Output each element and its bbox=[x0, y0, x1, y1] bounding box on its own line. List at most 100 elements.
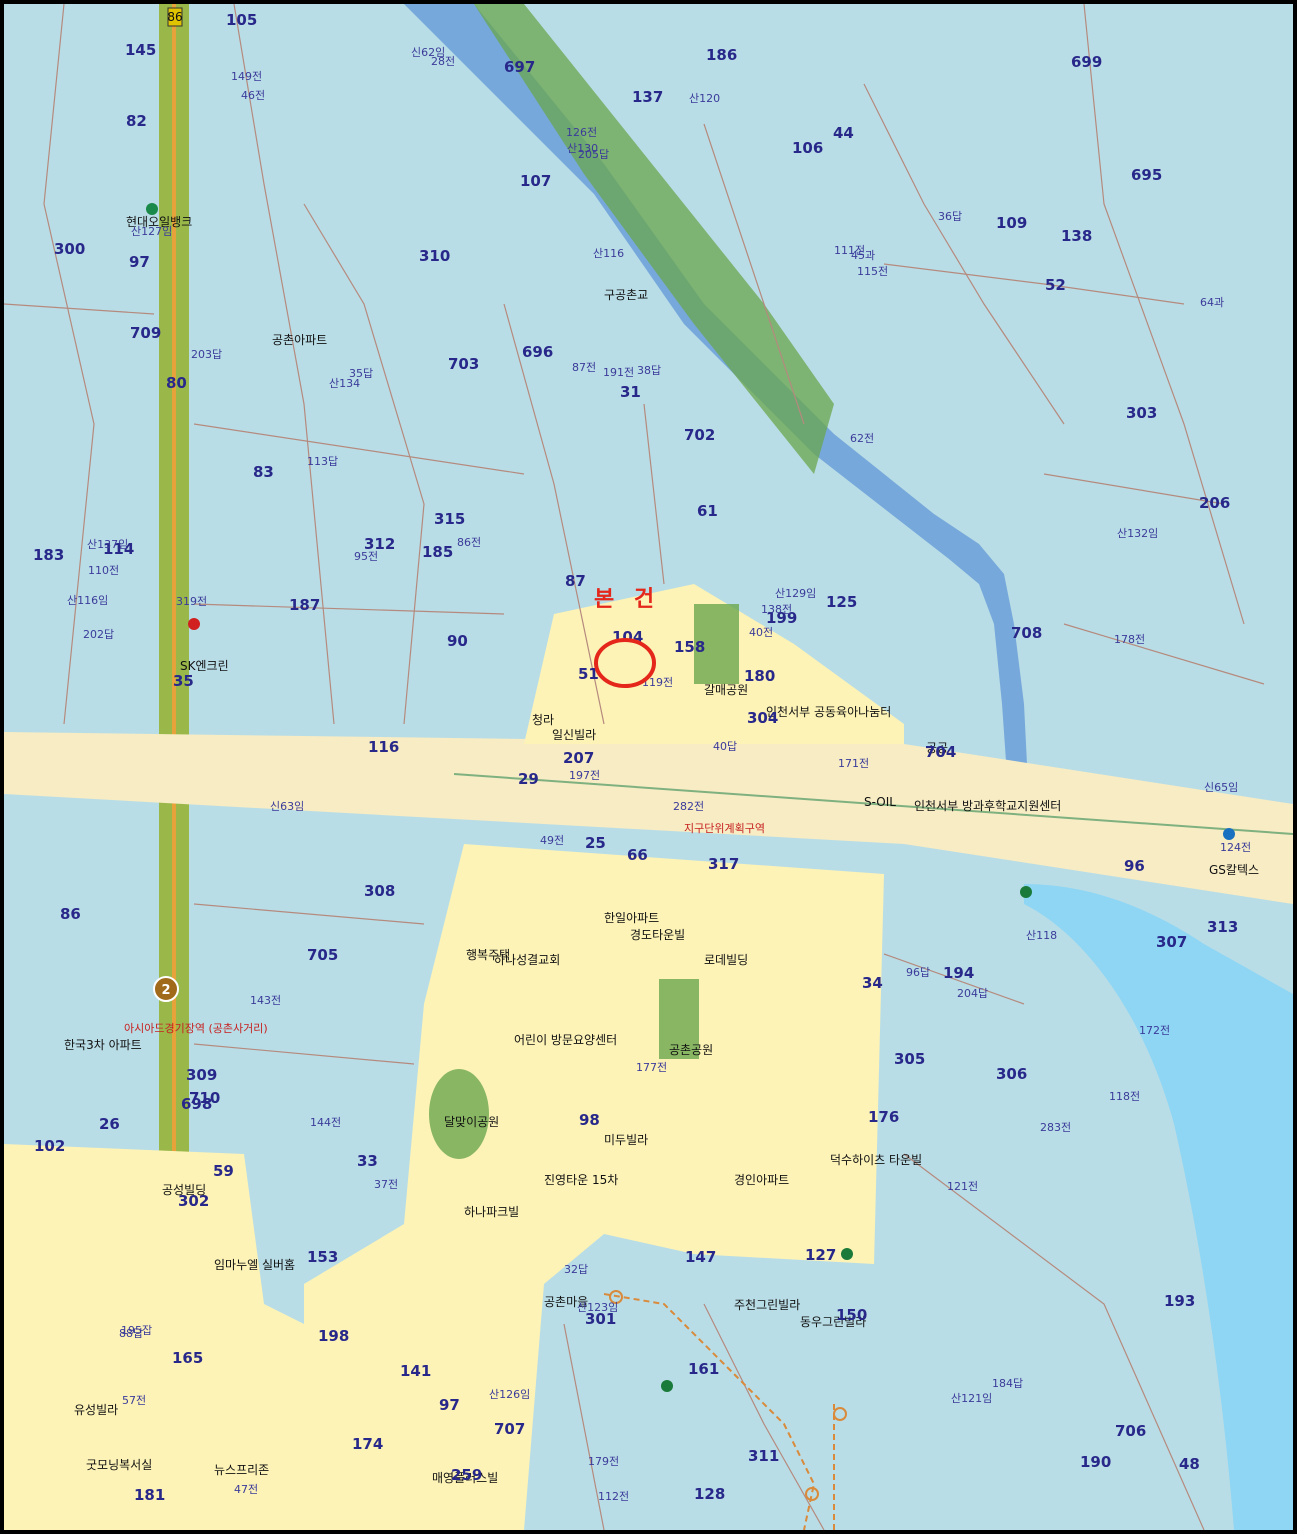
lot-number-label: 113답 bbox=[307, 455, 338, 468]
place-label-incheon-seobu-center[interactable]: 인천서부 공동육아나눔터 bbox=[766, 704, 891, 719]
place-label-galmae-park[interactable]: 갈매공원 bbox=[704, 683, 748, 697]
place-label-gugongchon[interactable]: 구공촌교 bbox=[604, 288, 648, 302]
lot-number-label: 35답 bbox=[349, 367, 373, 380]
place-label-maeyeong-villa[interactable]: 매영플러스빌 bbox=[432, 1471, 498, 1485]
lot-number-label: 40전 bbox=[749, 626, 773, 639]
place-label-nyuseu[interactable]: 뉴스프리존 bbox=[214, 1463, 269, 1477]
lot-number-label: 32답 bbox=[564, 1263, 588, 1276]
lot-number-label: 176 bbox=[868, 1108, 899, 1126]
lot-number-label: 109 bbox=[996, 214, 1027, 232]
place-label-ilsin-villa[interactable]: 일신빌라 bbox=[552, 728, 596, 742]
lot-number-label: 118전 bbox=[1109, 1090, 1140, 1103]
lot-number-label: 48 bbox=[1179, 1455, 1200, 1473]
trail-pin-icon[interactable] bbox=[661, 1380, 673, 1392]
place-label-gongsol[interactable]: 공공 bbox=[926, 741, 948, 755]
lot-number-label: 703 bbox=[448, 355, 479, 373]
lot-number-label: 신62임 bbox=[411, 46, 445, 59]
lot-number-label: 산121임 bbox=[951, 1392, 992, 1405]
place-label-yesu-villa[interactable]: 유성빌라 bbox=[74, 1403, 118, 1417]
lot-number-label: 28전 bbox=[431, 55, 455, 68]
lot-number-label: 125 bbox=[826, 593, 857, 611]
place-label-gongchon-park[interactable]: 공촌공원 bbox=[669, 1043, 713, 1057]
place-label-dalmaji-park[interactable]: 달맞이공원 bbox=[444, 1115, 499, 1129]
lot-number-label: 259 bbox=[451, 1466, 482, 1484]
place-label-imdaejeong[interactable]: 임마누엘 실버홈 bbox=[214, 1258, 295, 1272]
trail-pin-icon[interactable] bbox=[1020, 886, 1032, 898]
hiking-trail bbox=[603, 1293, 816, 1530]
place-label-s-oil[interactable]: S-OIL bbox=[864, 795, 896, 809]
place-label-asiad-station[interactable]: 아시아드경기장역 (공촌사거리) bbox=[124, 1022, 268, 1035]
lot-number-label: 699 bbox=[1071, 53, 1102, 71]
lot-number-label: 51 bbox=[578, 665, 599, 683]
lot-number-label: 107 bbox=[520, 172, 551, 190]
lot-number-label: 205답 bbox=[578, 148, 609, 161]
place-label-incheon-seobu-bangwa[interactable]: 인천서부 방과후학교지원센터 bbox=[914, 798, 1061, 813]
lot-number-label: 178전 bbox=[1114, 633, 1145, 646]
place-label-ju-cheon-villa[interactable]: 주천그린빌라 bbox=[734, 1297, 800, 1312]
lot-number-label: 46전 bbox=[241, 89, 265, 102]
lot-number-label: 709 bbox=[130, 324, 161, 342]
lot-number-label: 82 bbox=[126, 112, 147, 130]
lot-number-label: 37전 bbox=[374, 1178, 398, 1191]
trail-pin-icon[interactable] bbox=[841, 1248, 853, 1260]
gongchon-park-area bbox=[659, 979, 699, 1059]
place-label-deoksu-heights[interactable]: 덕수하이츠 타운빌 bbox=[830, 1153, 922, 1167]
hyundai-oilbank-pin-icon[interactable] bbox=[146, 203, 158, 215]
sk-pin-icon[interactable] bbox=[188, 618, 200, 630]
place-label-jinyeong-town[interactable]: 진영타운 15차 bbox=[544, 1173, 618, 1187]
lot-number-label: 307 bbox=[1156, 933, 1187, 951]
lot-number-label: 신65임 bbox=[1204, 781, 1238, 794]
place-label-gupo-villa[interactable]: 굿모닝복서실 bbox=[86, 1458, 152, 1472]
station-marker[interactable] bbox=[153, 976, 179, 1002]
trail-waypoint-icon bbox=[805, 1487, 819, 1501]
lot-number-label: 202답 bbox=[83, 628, 114, 641]
place-label-hana-church[interactable]: 하나성결교회 bbox=[494, 953, 560, 967]
lot-number-label: 26 bbox=[99, 1115, 120, 1133]
place-label-midu-villa[interactable]: 미두빌라 bbox=[604, 1133, 648, 1147]
place-label-gongchon-apt[interactable]: 공촌아파트 bbox=[272, 333, 327, 347]
place-label-gs-caltex[interactable]: GS칼텍스 bbox=[1209, 863, 1259, 877]
lot-number-label: 57전 bbox=[122, 1394, 146, 1407]
lot-number-label: 147 bbox=[685, 1248, 716, 1266]
lot-number-label: 187 bbox=[289, 596, 320, 614]
place-label-eorin-center[interactable]: 어린이 방문요양센터 bbox=[514, 1033, 617, 1047]
lot-number-label: 702 bbox=[684, 426, 715, 444]
place-label-sk-engineering[interactable]: SK엔크린 bbox=[180, 659, 229, 673]
lot-number-label: 97 bbox=[439, 1396, 460, 1414]
lot-number-label: 311 bbox=[748, 1447, 779, 1465]
place-label-cheongra[interactable]: 청라 bbox=[532, 713, 554, 727]
place-label-hana-park[interactable]: 하나파크빌 bbox=[464, 1205, 519, 1219]
place-label-gongchon-maeul[interactable]: 공촌마을 bbox=[544, 1295, 588, 1309]
trail-waypoint-icon bbox=[833, 1407, 847, 1421]
lot-number-label: 64과 bbox=[1200, 296, 1224, 309]
lot-number-label: 184답 bbox=[992, 1377, 1023, 1390]
lot-number-label: 300 bbox=[54, 240, 85, 258]
place-label-hanguk-apt[interactable]: 한국3차 아파트 bbox=[64, 1038, 142, 1052]
place-label-dongu-villa[interactable]: 동우그린빌라 bbox=[800, 1315, 866, 1329]
place-label-hanil-apt[interactable]: 한일아파트 bbox=[604, 911, 659, 925]
lot-number-label: 114 bbox=[103, 540, 134, 558]
lot-number-label: 111전 bbox=[834, 244, 865, 257]
lot-number-label: 183 bbox=[33, 546, 64, 564]
lot-number-label: 83 bbox=[253, 463, 274, 481]
lot-number-label: 102 bbox=[34, 1137, 65, 1155]
lot-number-label: 116 bbox=[368, 738, 399, 756]
lot-number-label: 산120 bbox=[689, 92, 720, 105]
place-label-hyundai-oilbank[interactable]: 현대오일뱅크 bbox=[126, 215, 192, 229]
lot-number-label: 96 bbox=[1124, 857, 1145, 875]
place-label-gyeongseo-jigu[interactable]: 지구단위계획구역 bbox=[684, 822, 765, 835]
lot-number-label: 177전 bbox=[636, 1061, 667, 1074]
place-label-gyeongin-apt[interactable]: 경인아파트 bbox=[734, 1173, 789, 1187]
lot-number-label: 195잡 bbox=[121, 1324, 152, 1337]
gs-pin-icon[interactable] bbox=[1223, 828, 1235, 840]
lot-number-label: 705 bbox=[307, 946, 338, 964]
place-label-rode-building[interactable]: 로데빌딩 bbox=[704, 953, 748, 967]
lot-number-label: 174 bbox=[352, 1435, 383, 1453]
lot-number-label: 121전 bbox=[947, 1180, 978, 1193]
lot-number-label: 149전 bbox=[231, 70, 262, 83]
place-label-haengbok-church[interactable]: 행복주택 bbox=[466, 947, 510, 962]
lot-number-label: 708 bbox=[1011, 624, 1042, 642]
place-label-gongsung-building[interactable]: 공성빌딩 bbox=[162, 1183, 206, 1197]
place-label-gyeongdo-apt[interactable]: 경도타운빌 bbox=[630, 928, 685, 942]
